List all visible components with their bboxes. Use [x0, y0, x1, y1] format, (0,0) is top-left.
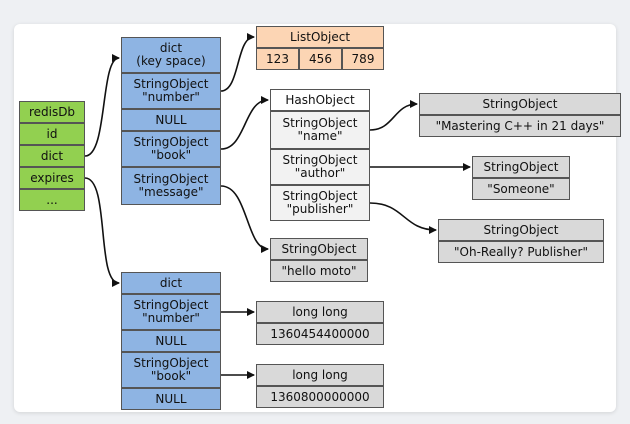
keyspace-entry-message: StringObject "message": [121, 167, 221, 205]
hash-field-publisher: StringObject "publisher": [270, 185, 370, 221]
author-value-text: "Someone": [472, 178, 570, 200]
list-object-value: 456: [299, 48, 342, 70]
list-object-value: 789: [342, 48, 384, 70]
expires-entry-book: StringObject "book": [121, 352, 221, 388]
expires-dict-header: dict: [121, 272, 221, 294]
hash-field-author: StringObject "author": [270, 149, 370, 185]
expire-number-title: long long: [256, 301, 384, 323]
message-value-text: "hello moto": [270, 260, 368, 282]
list-object-value: 123: [256, 48, 299, 70]
expire-book-value: 1360800000000: [256, 386, 384, 408]
redisdb-field-more: ...: [19, 189, 85, 211]
expires-entry-null: NULL: [121, 388, 221, 410]
hash-field-name: StringObject "name": [270, 111, 370, 149]
expire-number-value: 1360454400000: [256, 323, 384, 345]
expire-book-title: long long: [256, 364, 384, 386]
name-value-text: "Mastering C++ in 21 days": [419, 115, 621, 137]
redisdb-field-id: id: [19, 123, 85, 145]
keyspace-header: dict (key space): [121, 37, 221, 73]
redisdb-header: redisDb: [19, 101, 85, 123]
redisdb-field-expires: expires: [19, 167, 85, 189]
redisdb-field-dict: dict: [19, 145, 85, 167]
keyspace-entry-number: StringObject "number": [121, 73, 221, 109]
publisher-value-text: "Oh-Really? Publisher": [438, 241, 604, 263]
message-value-title: StringObject: [270, 238, 368, 260]
keyspace-entry-null: NULL: [121, 109, 221, 131]
expires-entry-null: NULL: [121, 330, 221, 352]
author-value-title: StringObject: [472, 156, 570, 178]
list-object-title: ListObject: [256, 26, 384, 48]
hash-object-title: HashObject: [270, 89, 370, 111]
name-value-title: StringObject: [419, 93, 621, 115]
publisher-value-title: StringObject: [438, 219, 604, 241]
expires-entry-number: StringObject "number": [121, 294, 221, 330]
keyspace-entry-book: StringObject "book": [121, 131, 221, 167]
